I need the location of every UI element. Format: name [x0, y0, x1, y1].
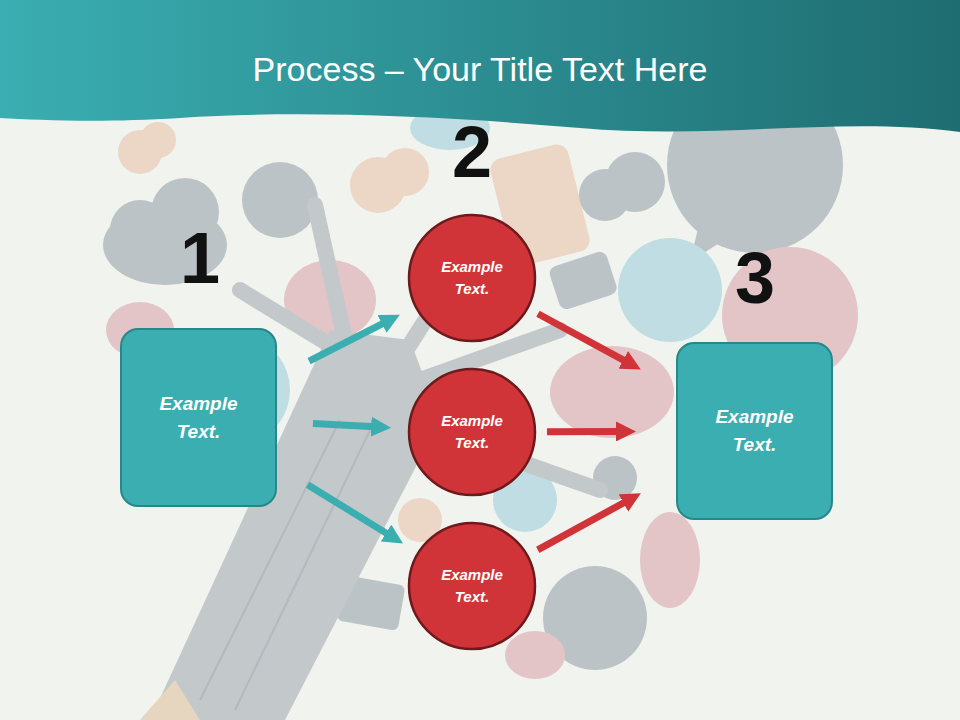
bubble — [242, 162, 318, 238]
bubble — [618, 238, 722, 342]
circle-outline — [407, 367, 537, 497]
arrow-connector — [313, 424, 375, 427]
bubble — [505, 631, 565, 679]
bubble — [550, 346, 674, 438]
arrow-connector — [308, 485, 390, 535]
node-text: Example Text. — [431, 410, 513, 454]
node-text: Example Text. — [144, 390, 254, 445]
text-wrap: Example Text. — [431, 564, 513, 608]
cloud — [605, 152, 665, 212]
process-circle: Example Text. — [407, 521, 537, 651]
node-text: Example Text. — [431, 564, 513, 608]
circle-shape — [409, 523, 535, 649]
text-wrap: Example Text. — [431, 410, 513, 454]
header-band — [0, 0, 960, 132]
circle-shape — [409, 215, 535, 341]
text-wrap: Example Text. — [431, 256, 513, 300]
bubble — [640, 512, 700, 608]
process-circle: Example Text. — [407, 213, 537, 343]
arrow-connector — [538, 501, 627, 550]
arrow-connector — [309, 322, 386, 361]
text-wrap: Example Text. — [144, 390, 254, 445]
circle-outline — [407, 521, 537, 651]
step-number: 2 — [452, 116, 492, 188]
step-number: 3 — [735, 242, 775, 314]
slide-title: Process – Your Title Text Here — [0, 50, 960, 89]
arrow-connector — [538, 314, 627, 362]
pencil-tip — [140, 680, 200, 720]
arrow-connector — [547, 428, 620, 435]
circle-shape — [409, 369, 535, 495]
process-box: Example Text. — [120, 328, 277, 507]
cloud — [140, 122, 176, 158]
bubble — [548, 250, 619, 311]
node-text: Example Text. — [431, 256, 513, 300]
circle-outline — [407, 213, 537, 343]
node-text: Example Text. — [700, 403, 810, 458]
process-circle: Example Text. — [407, 367, 537, 497]
text-wrap: Example Text. — [700, 403, 810, 458]
process-box: Example Text. — [676, 342, 833, 520]
cloud — [381, 148, 429, 196]
step-number: 1 — [180, 222, 220, 294]
